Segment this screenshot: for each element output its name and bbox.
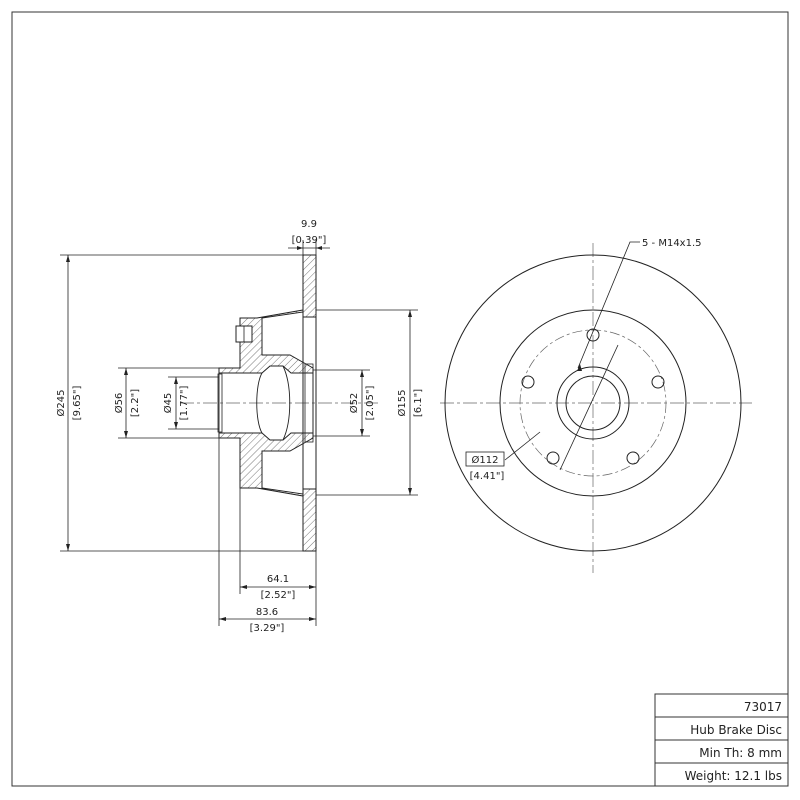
- pilot-mm-label: Ø52: [348, 393, 360, 414]
- bore-mm-label: Ø45: [162, 393, 174, 414]
- overall-height-mm-label: 83.6: [256, 607, 278, 618]
- outer-dia-mm-label: Ø245: [55, 390, 67, 417]
- hub-od-mm-label: Ø56: [113, 393, 125, 414]
- stud-hole: [586, 328, 600, 342]
- studs-label: 5 - M14x1.5: [642, 238, 702, 249]
- studs-leader: [577, 241, 640, 369]
- hat-height-in-label: [2.52"]: [261, 590, 296, 601]
- section-upper-half: [218, 254, 317, 374]
- min-thickness: Min Th: 8 mm: [699, 746, 782, 760]
- hat-dia-in-label: [6.1"]: [413, 389, 424, 417]
- part-number: 73017: [744, 700, 782, 714]
- section-view: [180, 254, 380, 552]
- section-arrowheads: [66, 246, 412, 621]
- stud-hole: [626, 451, 640, 465]
- hat-dia-mm-label: Ø155: [396, 390, 408, 417]
- part-description: Hub Brake Disc: [690, 723, 782, 737]
- seal-step: [217, 373, 223, 433]
- outer-dia-in-label: [9.65"]: [72, 386, 83, 421]
- stud-hole: [651, 375, 665, 389]
- thickness-in-label: [0.39"]: [292, 235, 327, 246]
- overall-height-in-label: [3.29"]: [250, 623, 285, 634]
- hat-circle: [499, 309, 687, 497]
- bolt-circle: [519, 329, 667, 477]
- bolt-circle-box: [465, 451, 505, 467]
- bolt-circle-in-label: [4.41"]: [470, 471, 505, 482]
- hub-od-in-label: [2.2"]: [130, 389, 141, 417]
- bore-in-label: [1.77"]: [179, 386, 190, 421]
- section-dimensions: [60, 240, 418, 626]
- section-lower-half: [218, 432, 317, 552]
- bolt-circle-mm-label: Ø112: [472, 454, 499, 466]
- hat-height-mm-label: 64.1: [267, 574, 289, 585]
- front-arrowheads: [577, 364, 582, 371]
- disc-outer-circle: [444, 254, 742, 552]
- thickness-mm-label: 9.9: [301, 219, 317, 230]
- center-bore-inner: [565, 375, 621, 431]
- bore-outline: [218, 365, 314, 441]
- bolt-circle-leader: [504, 431, 541, 461]
- pilot-in-label: [2.05"]: [365, 386, 376, 421]
- stud-hole: [521, 375, 535, 389]
- front-view: [440, 241, 752, 573]
- stud-hole: [546, 451, 560, 465]
- weight: Weight: 12.1 lbs: [685, 769, 782, 783]
- drawing-frame: [11, 11, 789, 787]
- bolt-circle-diameter-line: [559, 344, 619, 471]
- pilot-ring: [304, 363, 314, 443]
- title-block: [654, 693, 789, 787]
- center-bore-outer: [556, 366, 630, 440]
